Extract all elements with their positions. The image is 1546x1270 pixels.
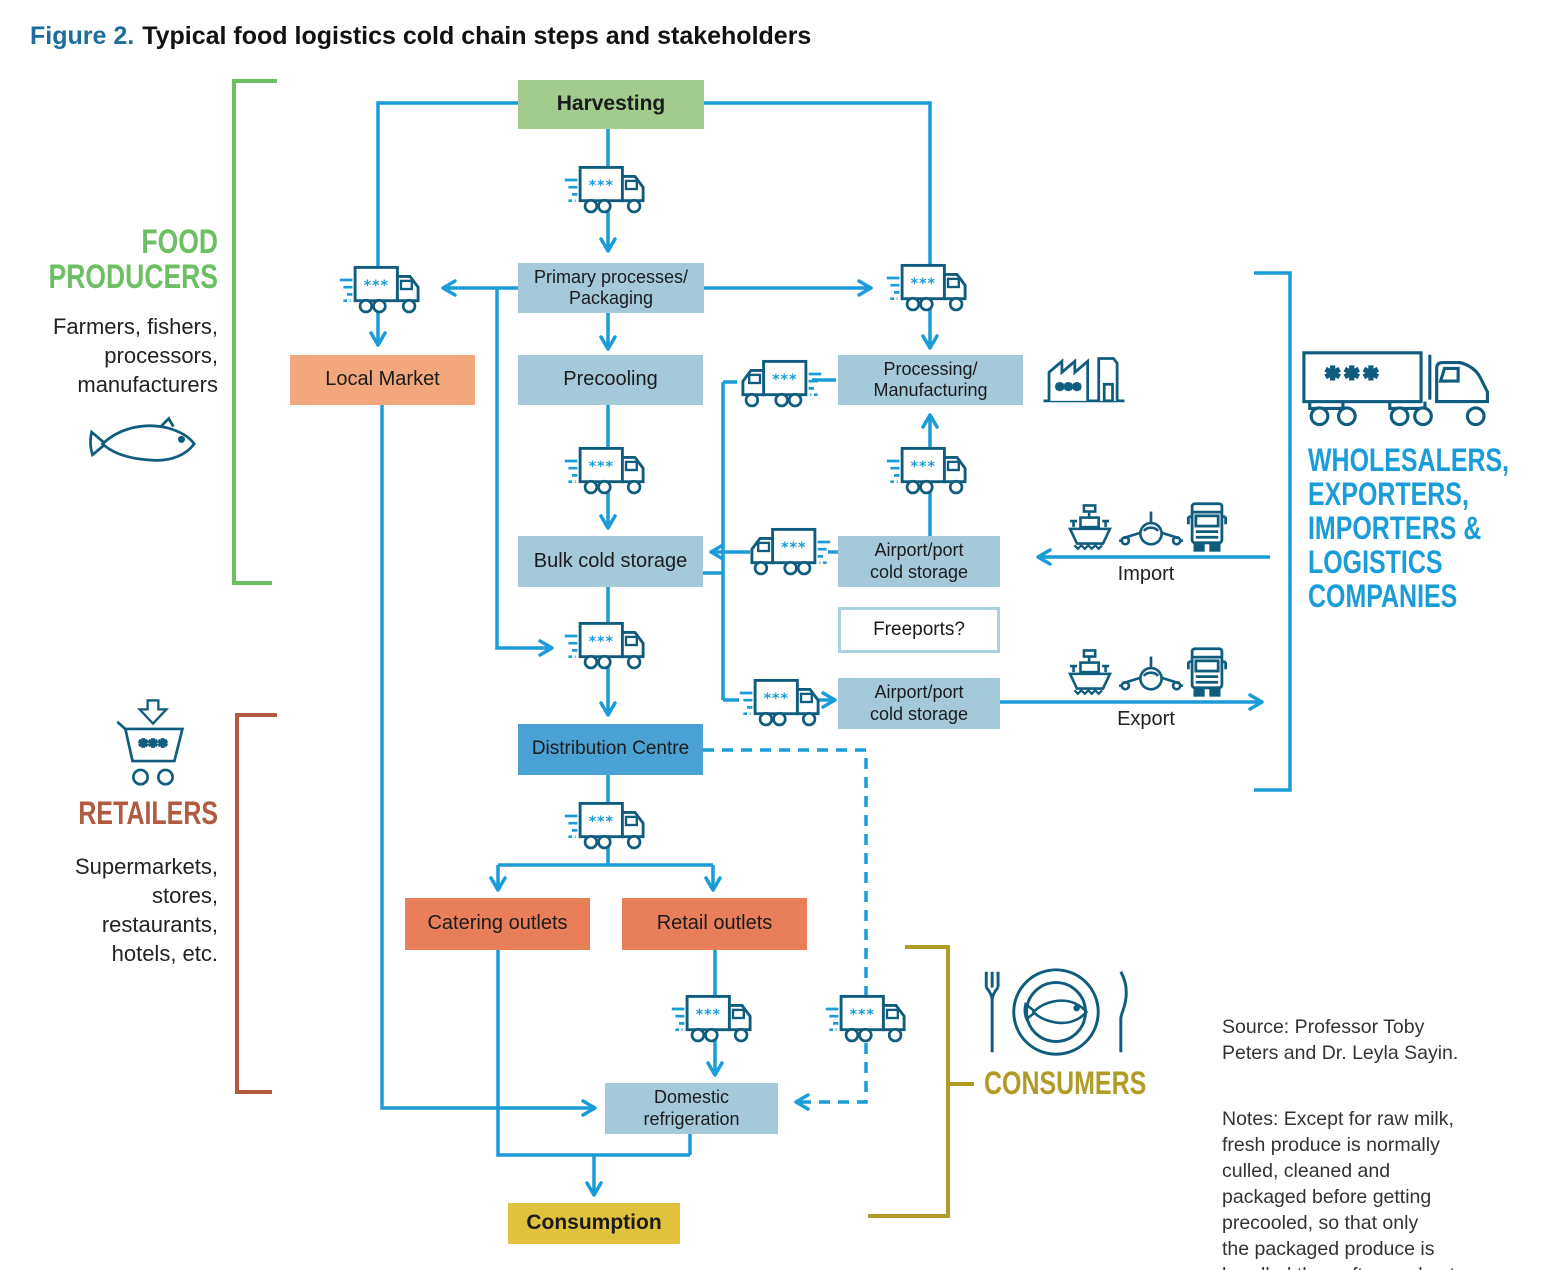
node-retail-outlets: Retail outlets (622, 898, 807, 950)
export-label: Export (1117, 708, 1175, 730)
node-harvesting: Harvesting (518, 80, 704, 129)
refrigerated-truck-icon: *** (885, 442, 975, 498)
node-domestic-refrigeration: Domestic refrigeration (605, 1083, 778, 1134)
refrigerated-truck-icon: *** (670, 990, 760, 1046)
fish-icon (88, 413, 206, 473)
refrigerated-truck-icon: *** (563, 797, 653, 853)
cargo-plane-icon (1118, 653, 1184, 699)
node-distribution-centre: Distribution Centre (518, 724, 703, 775)
semi-truck-icon: *** (1300, 340, 1505, 432)
figure-number: Figure 2. (30, 22, 135, 50)
node-local-market: Local Market (290, 355, 475, 405)
node-freeports: Freeports? (838, 607, 1000, 653)
notes-text: Notes: Except for raw milk, fresh produc… (1222, 1108, 1455, 1270)
figure-title-text: Typical food logistics cold chain steps … (142, 22, 812, 50)
truck-front-icon (1186, 645, 1228, 699)
node-airport-port-export: Airport/port cold storage (838, 678, 1000, 729)
svg-text:***: *** (911, 276, 936, 292)
refrigerated-truck-icon: *** (338, 261, 428, 317)
svg-text:***: *** (1326, 362, 1383, 392)
svg-text:***: *** (589, 634, 614, 650)
figure-title: Figure 2.Typical food logistics cold cha… (30, 22, 811, 51)
retailers-label: RETAILERS (78, 795, 218, 831)
cargo-ship-icon (1062, 647, 1118, 699)
plate-fish-cutlery-icon (972, 958, 1140, 1068)
node-consumption: Consumption (508, 1203, 680, 1244)
truck-front-icon (1186, 500, 1228, 554)
svg-text:***: *** (1056, 382, 1082, 397)
refrigerated-truck-icon: *** (824, 990, 914, 1046)
svg-text:***: *** (364, 278, 389, 294)
svg-text:***: *** (589, 178, 614, 194)
node-airport-port-import: Airport/port cold storage (838, 536, 1000, 587)
consumers-label: CONSUMERS (984, 1065, 1147, 1101)
wholesalers-label: WHOLESALERS, EXPORTERS, IMPORTERS & LOGI… (1308, 442, 1510, 614)
svg-text:***: *** (696, 1007, 721, 1023)
cargo-ship-icon (1062, 502, 1118, 554)
svg-text:***: *** (781, 540, 806, 556)
cargo-plane-icon (1118, 508, 1184, 554)
node-precooling: Precooling (518, 355, 703, 405)
import-label: Import (1117, 563, 1175, 585)
retailers-description: Supermarkets, stores, restaurants, hotel… (74, 854, 218, 966)
source-note: Source: Professor Toby Peters and Dr. Le… (1222, 1016, 1459, 1064)
refrigerated-truck-icon: *** (563, 442, 653, 498)
svg-text:***: *** (589, 814, 614, 830)
svg-text:***: *** (764, 691, 789, 707)
refrigerated-truck-icon: *** (885, 259, 975, 315)
refrigerated-truck-icon: *** (738, 674, 828, 730)
refrigerated-truck-icon: *** (563, 161, 653, 217)
svg-text:***: *** (850, 1007, 875, 1023)
node-bulk-cold-storage: Bulk cold storage (518, 536, 703, 587)
node-catering-outlets: Catering outlets (405, 898, 590, 950)
food-producers-label: FOOD PRODUCERS (48, 223, 218, 296)
refrigerated-truck-icon: *** (733, 355, 823, 411)
svg-text:***: *** (139, 736, 168, 754)
node-primary-processes: Primary processes/ Packaging (518, 263, 704, 313)
svg-text:***: *** (589, 459, 614, 475)
shopping-cart-icon: *** (112, 698, 194, 792)
food-producers-description: Farmers, fishers, processors, manufactur… (52, 314, 218, 397)
factory-icon: *** (1038, 346, 1130, 406)
refrigerated-truck-icon: *** (563, 617, 653, 673)
svg-text:***: *** (772, 372, 797, 388)
node-processing-manufacturing: Processing/ Manufacturing (838, 355, 1023, 405)
refrigerated-truck-icon: *** (742, 523, 832, 579)
svg-text:***: *** (911, 459, 936, 475)
